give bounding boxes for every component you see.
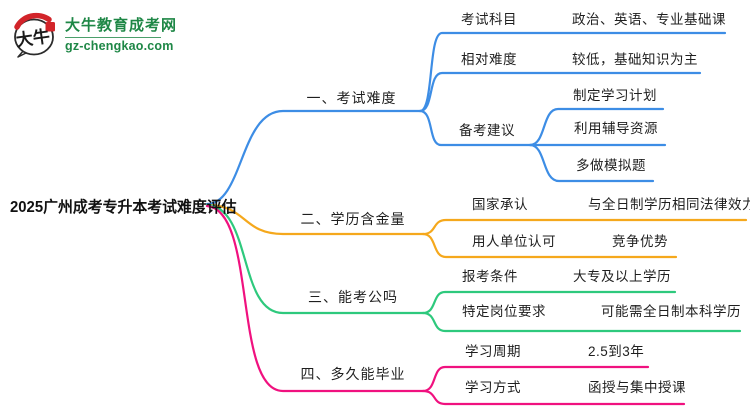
logo-red-seal xyxy=(45,22,55,32)
branch1-child2-value: 较低，基础知识为主 xyxy=(572,52,698,67)
branch3-label: 三、能考公吗 xyxy=(308,289,398,305)
branch1-child3-item3: 多做模拟题 xyxy=(576,158,646,173)
branch1-child2-label: 相对难度 xyxy=(461,52,517,67)
branch4-child2-value: 函授与集中授课 xyxy=(588,380,686,395)
branch1-sub3-line xyxy=(528,143,655,183)
branch2-row2-line xyxy=(421,232,678,259)
branch1-child1-label: 考试科目 xyxy=(461,12,517,27)
logo-site-name: 大牛教育成考网 xyxy=(65,17,178,35)
branch3-row1-line xyxy=(421,290,677,315)
branch3-child1-label: 报考条件 xyxy=(462,269,518,284)
branch4-label: 四、多久能毕业 xyxy=(300,366,406,382)
logo-site-url: gz-chengkao.com xyxy=(65,38,174,53)
branch4-main-curve xyxy=(205,204,425,393)
logo-bubble-icon: 大牛 xyxy=(10,12,58,58)
branch3-child1-value: 大专及以上学历 xyxy=(573,269,671,284)
branch1-child1-value: 政治、英语、专业基础课 xyxy=(572,12,726,27)
branch1-main-curve xyxy=(205,109,422,206)
branch2-row1-line xyxy=(421,218,748,236)
logo-icon-text: 大牛 xyxy=(15,26,51,51)
branch4-child2-label: 学习方式 xyxy=(465,380,521,395)
branch1-child3-item2: 利用辅导资源 xyxy=(574,121,658,136)
branch4-child1-label: 学习周期 xyxy=(465,344,521,359)
branch2-child1-label: 国家承认 xyxy=(472,197,528,212)
branch1-label: 一、考试难度 xyxy=(306,90,397,106)
branch1-child3-item1: 制定学习计划 xyxy=(573,88,657,103)
site-logo[interactable]: 大牛 大牛教育成考网 gz-chengkao.com xyxy=(10,12,177,58)
branch2-child2-value: 竞争优势 xyxy=(612,234,668,249)
branch3-child2-value: 可能需全日制本科学历 xyxy=(601,304,741,319)
logo-text-block: 大牛教育成考网 gz-chengkao.com xyxy=(65,17,177,53)
branch1-child3-label: 备考建议 xyxy=(459,123,515,138)
logo-separator xyxy=(65,36,161,38)
logo-red-arc xyxy=(14,12,52,30)
branch3-child2-label: 特定岗位要求 xyxy=(462,304,546,319)
branch2-child2-label: 用人单位认可 xyxy=(472,234,556,249)
branch3-main-curve xyxy=(205,203,425,315)
branch1-sub1-line xyxy=(528,107,665,147)
branch3-row2-line xyxy=(421,311,742,333)
branch4-row1-line xyxy=(421,365,650,393)
branch2-label: 二、学历含金量 xyxy=(300,211,406,227)
branch4-row2-line xyxy=(421,389,686,406)
mindmap-root-title: 2025广州成考专升本考试难度评估 xyxy=(10,199,237,216)
branch2-child1-value: 与全日制学历相同法律效力 xyxy=(588,197,750,212)
branch1-row3-line xyxy=(418,109,532,147)
branch1-row1-line xyxy=(418,31,727,113)
branch1-row2-line xyxy=(418,71,702,113)
branch4-child1-value: 2.5到3年 xyxy=(588,344,645,359)
branch2-main-curve xyxy=(205,203,425,236)
